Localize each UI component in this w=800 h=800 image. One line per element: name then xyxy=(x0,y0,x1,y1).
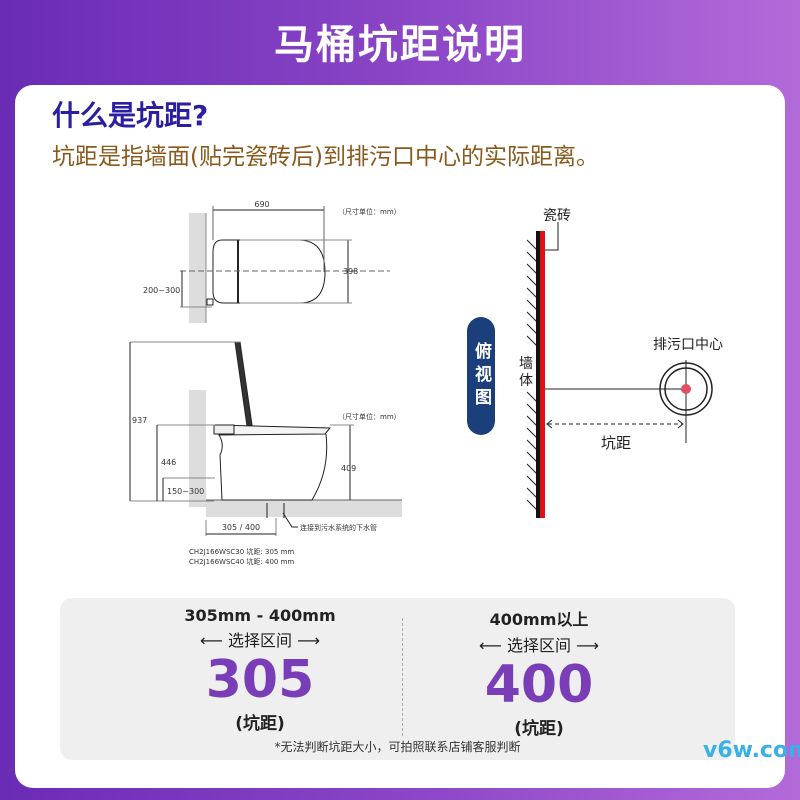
options-panel xyxy=(60,598,735,760)
toilet-side-view xyxy=(129,341,402,536)
depth-dimension: 398 xyxy=(343,267,358,276)
model-line: CH2J166WSC40 坑距: 400 mm xyxy=(189,557,294,566)
bowl-height-dimension: 409 xyxy=(341,464,356,473)
seat-height-dimension: 446 xyxy=(161,458,176,467)
page-title: 马桶坑距说明 xyxy=(274,22,526,68)
rough-in-dimension: 305 / 400 xyxy=(222,523,260,532)
definition-text: 坑距是指墙面(贴完瓷砖后)到排污口中心的实际距离。 xyxy=(52,144,599,170)
option-range: 400mm以上 xyxy=(489,610,589,629)
divider xyxy=(402,618,403,736)
option-value: 400 xyxy=(484,655,594,715)
option-unit: (坑距) xyxy=(514,719,564,739)
offset-dimension: 200~300 xyxy=(143,286,180,295)
unit-note-top: （尺寸单位：mm） xyxy=(338,207,401,216)
distance-label: 坑距 xyxy=(601,434,631,452)
option-select-hint: ⟵ 选择区间 ⟶ xyxy=(199,631,321,650)
wall-hatching xyxy=(526,239,538,511)
option-305[interactable]: 305mm - 400mm ⟵ 选择区间 ⟶ 305 (坑距) xyxy=(145,606,375,734)
top-view-badge xyxy=(467,317,495,435)
wall-line xyxy=(536,231,540,518)
option-400[interactable]: 400mm以上 ⟵ 选择区间 ⟶ 400 (坑距) xyxy=(424,606,654,739)
tile-line xyxy=(540,231,545,518)
unit-note-side: （尺寸单位：mm） xyxy=(338,412,401,421)
drain-center-dot xyxy=(681,384,691,394)
width-dimension: 690 xyxy=(254,200,269,209)
option-value: 305 xyxy=(205,650,315,710)
wall-label-2: 体 xyxy=(519,373,533,389)
drain-center-label: 排污口中心 xyxy=(653,337,723,353)
pipe-label: 连接到污水系统的下水管 xyxy=(300,523,377,532)
question-heading: 什么是坑距? xyxy=(52,99,209,132)
drain-inner-circle xyxy=(664,367,708,411)
option-select-hint: ⟵ 选择区间 ⟶ xyxy=(478,636,600,655)
inlet-height-dimension: 150~300 xyxy=(167,487,204,496)
toilet-top-view xyxy=(180,206,390,323)
height-dimension: 937 xyxy=(132,416,147,425)
drain-outer-circle xyxy=(659,362,713,416)
wall-label-1: 墙 xyxy=(519,356,533,372)
tile-label: 瓷砖 xyxy=(543,208,571,224)
top-view-badge-label: 俯视图 xyxy=(471,341,491,411)
option-range: 305mm - 400mm xyxy=(184,606,336,625)
watermark: v6w.com xyxy=(703,738,800,763)
option-unit: (坑距) xyxy=(235,714,285,734)
select-label: 选择区间 xyxy=(227,631,292,650)
select-label: 选择区间 xyxy=(506,636,571,655)
footnote: *无法判断坑距大小，可拍照联系店铺客服判断 xyxy=(274,740,521,754)
model-line: CH2J166WSC30 坑距: 305 mm xyxy=(189,547,294,556)
rough-in-plan-diagram xyxy=(467,222,713,518)
